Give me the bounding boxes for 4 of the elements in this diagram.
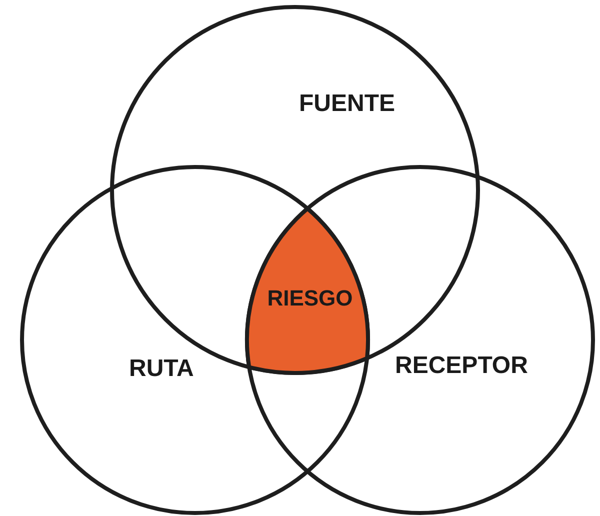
circle-label: RECEPTOR	[395, 351, 528, 381]
circle-label: RUTA	[129, 354, 194, 384]
region-label: RIESGO	[267, 284, 353, 312]
circle-label: FUENTE	[299, 89, 395, 119]
